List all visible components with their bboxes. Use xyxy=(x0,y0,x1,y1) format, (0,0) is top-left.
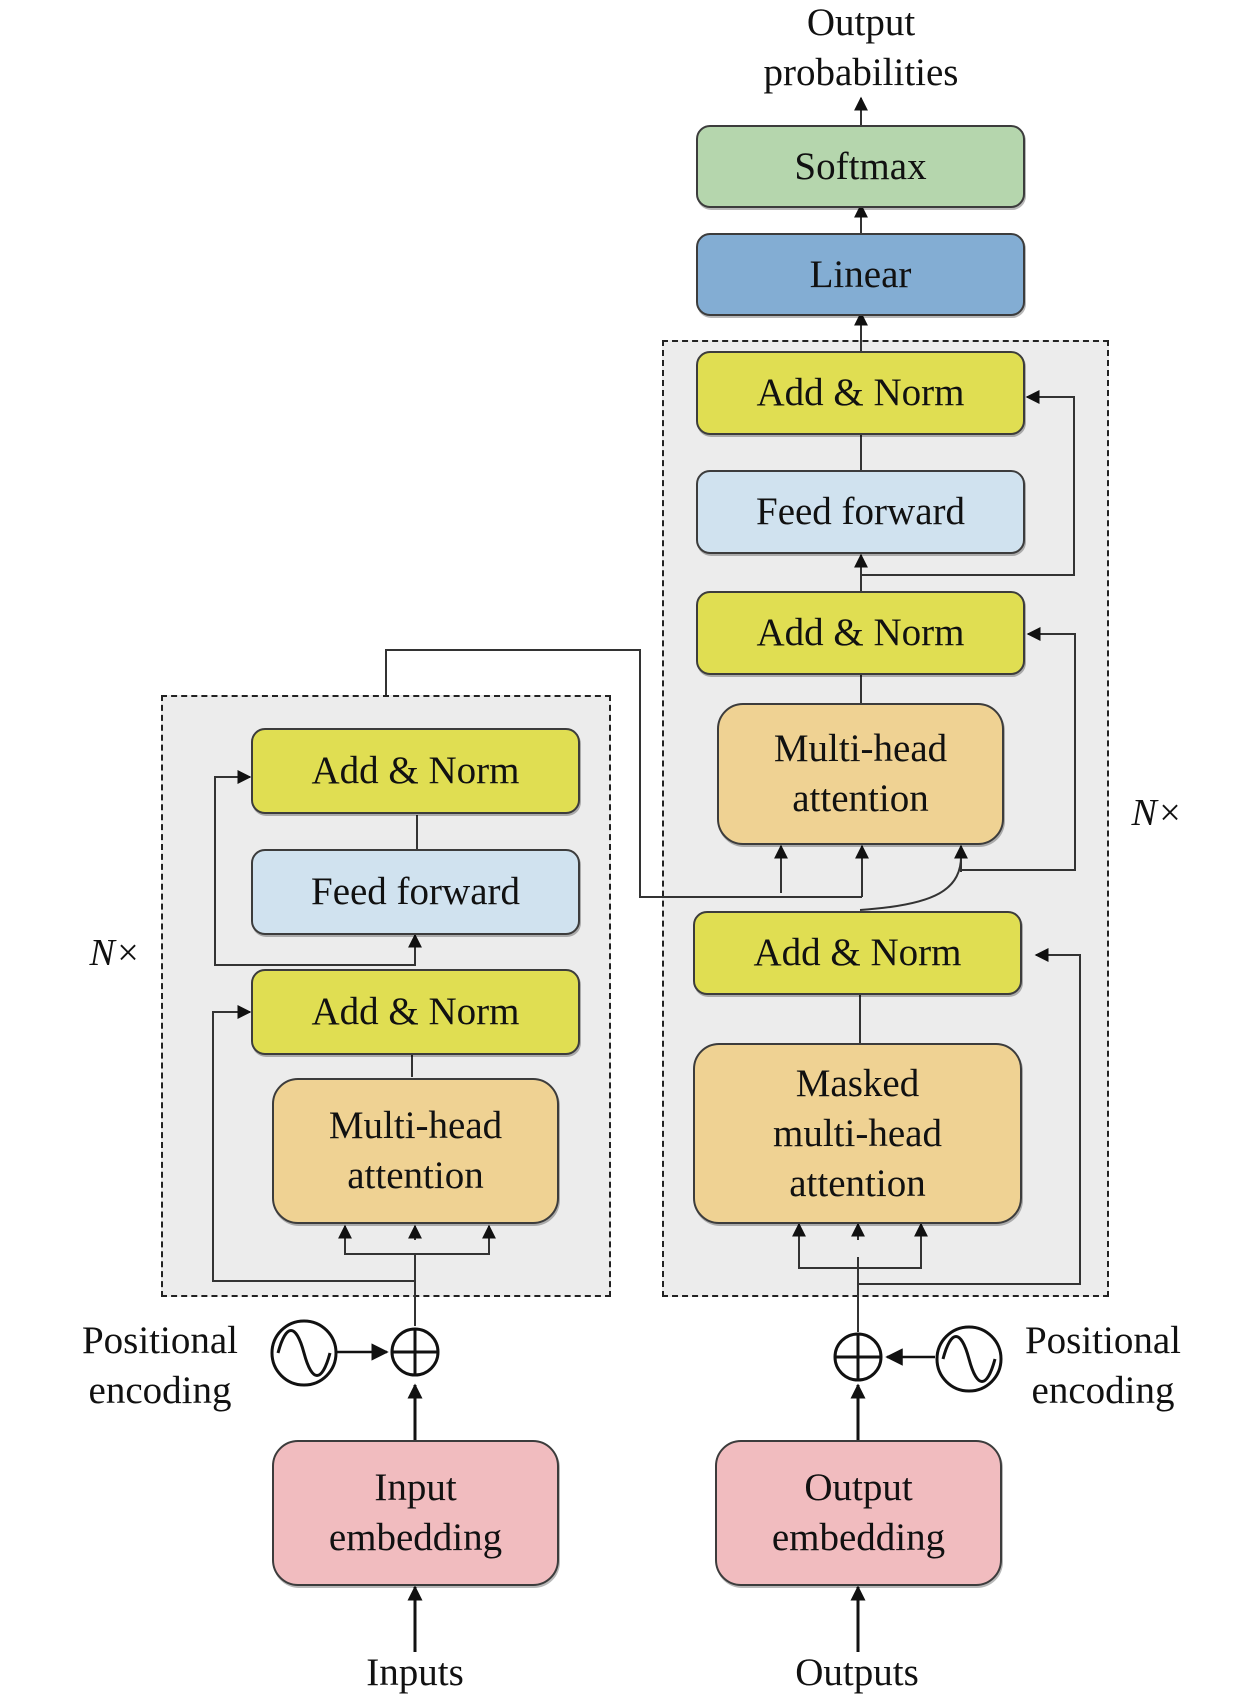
decoder-multi-head-attention: Multi-head attention xyxy=(717,703,1004,845)
encoder-repeat-label: N× xyxy=(89,932,141,974)
softmax-layer: Softmax xyxy=(696,125,1025,208)
decoder-masked-multi-head-attention: Masked multi-head attention xyxy=(693,1043,1022,1224)
decoder-add-norm-bottom: Add & Norm xyxy=(693,911,1022,995)
decoder-feed-forward: Feed forward xyxy=(696,470,1025,554)
encoder-multi-head-attention: Multi-head attention xyxy=(272,1078,559,1224)
decoder-add-norm-middle: Add & Norm xyxy=(696,591,1025,675)
encoder-feed-forward: Feed forward xyxy=(251,849,580,935)
linear-layer: Linear xyxy=(696,233,1025,316)
inputs-label: Inputs xyxy=(366,1651,464,1694)
decoder-repeat-label: N× xyxy=(1131,792,1183,834)
encoder-add-norm-bottom: Add & Norm xyxy=(251,969,580,1055)
addition-circle-icon xyxy=(390,1327,440,1377)
addition-circle-icon xyxy=(833,1332,883,1382)
outputs-label: Outputs xyxy=(795,1651,919,1694)
sine-wave-icon xyxy=(270,1319,338,1387)
decoder-positional-encoding-label: Positional encoding xyxy=(1024,1319,1182,1412)
encoder-add-norm-top: Add & Norm xyxy=(251,728,580,814)
encoder-positional-encoding-label: Positional encoding xyxy=(81,1319,239,1412)
sine-wave-icon xyxy=(935,1325,1003,1393)
output-probabilities-label: Output probabilities xyxy=(763,1,959,94)
input-embedding: Input embedding xyxy=(272,1440,559,1586)
decoder-add-norm-top: Add & Norm xyxy=(696,351,1025,435)
output-embedding: Output embedding xyxy=(715,1440,1002,1586)
